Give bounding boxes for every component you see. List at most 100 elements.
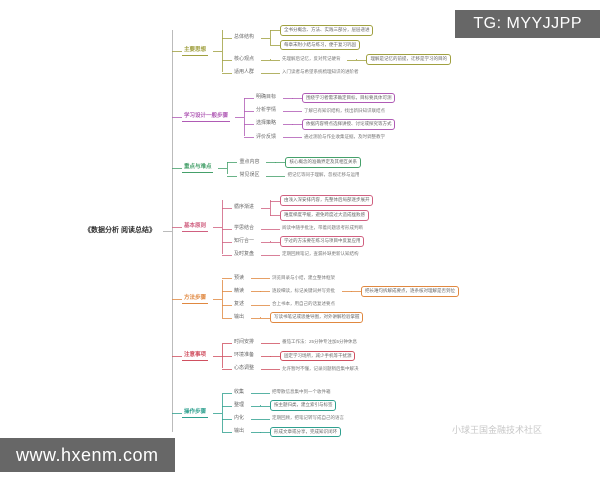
- node-label[interactable]: 定期回顾，把笔记转写成自己的语言: [271, 415, 344, 421]
- node-label[interactable]: 输出: [233, 428, 244, 435]
- node-label[interactable]: 及时复盘: [233, 251, 254, 257]
- children-group: 核心概念的准确界定及其相互关系: [266, 157, 361, 168]
- node-label[interactable]: 学思结合: [233, 224, 254, 231]
- site-watermark: www.hxenm.com: [0, 438, 175, 472]
- node-label[interactable]: 把记忆等同于理解，忽视迁移与运用: [287, 172, 360, 178]
- node-label[interactable]: 合上书本，用自己的话复述要点: [271, 301, 335, 307]
- branch-label[interactable]: 主要思想: [181, 46, 208, 56]
- mindmap-node: 重点内容 核心概念的准确界定及其相互关系: [227, 157, 361, 168]
- node-label[interactable]: 浏览目录与小结，建立整体框架: [271, 274, 335, 280]
- node-label[interactable]: 核心概念的准确界定及其相互关系: [285, 157, 361, 168]
- node-label[interactable]: 形成文章或分享，完成知识闭环: [269, 426, 341, 438]
- node-label[interactable]: 明确目标: [255, 94, 276, 101]
- children-group: 总体结构 全书分概念、方法、实践三部分，层层递进每章末附小结与练习，便于复习巩固核…: [212, 24, 451, 77]
- node-label[interactable]: 把零散信息集中到一个收件箱: [271, 389, 331, 395]
- node-label[interactable]: 收集: [233, 388, 244, 395]
- children-group: 合上书本，用自己的话复述要点: [250, 301, 337, 308]
- children-group: 围绕学习者需求确定目标，目标要具体可测: [283, 92, 396, 104]
- node-label[interactable]: 心态调整: [233, 365, 254, 372]
- mindmap-node: 循序渐进 由浅入深安排内容，先整体后局部逐步展开难度梯度平缓，避免跨度过大造成挫败…: [221, 195, 374, 221]
- node-label[interactable]: 写读书笔记或思维导图，对外讲解检验掌握: [269, 312, 364, 323]
- mindmap-root-label[interactable]: 《数据分析 阅读总结》: [84, 226, 156, 234]
- mindmap-node: 精读 逐段细读，标记关键词并写旁批 把长难句拆解成要点，逐条核对理解是否到位: [221, 286, 459, 297]
- mindmap-node: 学思结合 阅读中随手批注，带着问题思考形成判断: [221, 224, 374, 233]
- node-label[interactable]: 按主题归类，建立索引与标签: [269, 400, 337, 411]
- node-label[interactable]: 每章末附小结与练习，便于复习巩固: [279, 39, 360, 51]
- mindmap-node: 整理 按主题归类，建立索引与标签: [221, 400, 346, 411]
- branch-label[interactable]: 方法步骤: [181, 294, 208, 304]
- mindmap-node: 了解已有知识结构，找出新旧知识联结点: [291, 107, 387, 115]
- mindmap-node: 环境准备 固定学习场所，减少手机等干扰源: [221, 350, 361, 362]
- node-label[interactable]: 固定学习场所，减少手机等干扰源: [279, 350, 356, 362]
- branch-label[interactable]: 操作步骤: [181, 408, 208, 419]
- node-label[interactable]: 允许暂时不懂，记录问题稍后集中解决: [281, 365, 359, 371]
- node-label[interactable]: 常见误区: [239, 171, 260, 178]
- node-label[interactable]: 依据内容特点选择讲授、讨论或探究等方式: [301, 118, 396, 130]
- node-label[interactable]: 分析学情: [255, 107, 276, 114]
- mindmap-node: 定期回顾笔记，查漏补缺更新认知结构: [269, 251, 361, 258]
- mindmap-node: 浏览目录与小结，建立整体框架: [259, 274, 337, 282]
- node-label[interactable]: 选择策略: [255, 120, 276, 127]
- node-label[interactable]: 适用人群: [233, 69, 254, 75]
- children-group: 明确目标 围绕学习者需求确定目标，目标要具体可测分析学情 了解已有知识结构，找出新旧…: [234, 92, 396, 142]
- node-label[interactable]: 总体结构: [233, 33, 254, 40]
- node-label[interactable]: 把长难句拆解成要点，逐条核对理解是否到位: [360, 286, 459, 297]
- node-label[interactable]: 环境准备: [233, 352, 254, 359]
- branch-label[interactable]: 学习设计一般步骤: [181, 112, 230, 122]
- children-group: 逐段细读，标记关键词并写旁批 把长难句拆解成要点，逐条核对理解是否到位: [250, 286, 459, 297]
- mindmap-node: 明确目标 围绕学习者需求确定目标，目标要具体可测: [243, 92, 396, 104]
- children-group: 时间安排 番茄工作法：25分钟专注加5分钟休息环境准备 固定学习场所，减少手机等干扰…: [213, 339, 361, 373]
- children-group: 把记忆等同于理解，忽视迁移与运用: [266, 172, 361, 179]
- branch-label[interactable]: 注意事项: [181, 351, 208, 361]
- branch-label[interactable]: 基本原则: [181, 222, 208, 232]
- node-label[interactable]: 知行合一: [233, 237, 254, 244]
- node-label[interactable]: 重点内容: [239, 158, 260, 165]
- node-label[interactable]: 预读: [233, 274, 244, 281]
- node-label[interactable]: 精读: [233, 287, 244, 294]
- mindmap-branch: 重点与难点 重点内容 核心概念的准确界定及其相互关系常见误区 把记忆等同于理解，忽视迁…: [171, 157, 459, 179]
- node-label[interactable]: 内化: [233, 415, 244, 421]
- node-label[interactable]: 入门读者与希望系统梳理知识的进阶者: [281, 69, 359, 75]
- mindmap-node: 分析学情 了解已有知识结构，找出新旧知识联结点: [243, 107, 396, 115]
- node-label[interactable]: 由浅入深安排内容，先整体后局部逐步展开: [279, 195, 374, 206]
- node-label[interactable]: 时间安排: [233, 339, 254, 345]
- children-group: 了解已有知识结构，找出新旧知识联结点: [282, 107, 387, 115]
- mindmap-node: 把零散信息集中到一个收件箱: [259, 389, 333, 396]
- mindmap-node: 围绕学习者需求确定目标，目标要具体可测: [291, 92, 396, 104]
- node-label[interactable]: 评价反馈: [255, 133, 276, 140]
- mindmap-branch: 方法步骤 预读 浏览目录与小结，建立整体框架精读 逐段细读，标记关键词并写旁批 把长难句…: [171, 274, 459, 323]
- node-label[interactable]: 番茄工作法：25分钟专注加5分钟休息: [281, 339, 357, 345]
- children-group: 定期回顾笔记，查漏补缺更新认知结构: [261, 251, 361, 258]
- node-label[interactable]: 理解是记忆的前提，迁移是学习的目的: [366, 54, 451, 65]
- node-label[interactable]: 围绕学习者需求确定目标，目标要具体可测: [301, 92, 396, 104]
- mindmap-branch: 操作步骤 收集 把零散信息集中到一个收件箱整理 按主题归类，建立索引与标签内化 定期回顾…: [171, 388, 459, 438]
- mindmap-branch: 注意事项 时间安排 番茄工作法：25分钟专注加5分钟休息环境准备 固定学习场所，减少手…: [171, 339, 459, 373]
- branch-label[interactable]: 重点与难点: [181, 163, 214, 174]
- mindmap-node: 评价反馈 通过测验与作业收集证据，及时调整教学: [243, 133, 396, 142]
- node-label[interactable]: 了解已有知识结构，找出新旧知识联结点: [303, 107, 385, 113]
- node-label[interactable]: 定期回顾笔记，查漏补缺更新认知结构: [281, 251, 359, 257]
- node-label[interactable]: 复述: [233, 300, 244, 307]
- children-group: 重点内容 核心概念的准确界定及其相互关系常见误区 把记忆等同于理解，忽视迁移与运用: [218, 157, 361, 179]
- children-group: 理解是记忆的前提，迁移是学习的目的: [347, 54, 451, 65]
- mindmap-node: 难度梯度平缓，避免跨度过大造成挫败感: [269, 210, 374, 221]
- node-label[interactable]: 逐段细读，标记关键词并写旁批: [271, 288, 335, 293]
- node-label[interactable]: 学过的方法要在练习与项目中反复应用: [279, 236, 365, 247]
- node-label[interactable]: 阅读中随手批注，带着问题思考形成判断: [281, 225, 363, 231]
- mindmap-node: 总体结构 全书分概念、方法、实践三部分，层层递进每章末附小结与练习，便于复习巩固: [221, 24, 451, 51]
- node-label[interactable]: 通过测验与作业收集证据，及时调整教学: [303, 133, 385, 139]
- mindmap-node: 心态调整 允许暂时不懂，记录问题稍后集中解决: [221, 365, 361, 373]
- mindmap-node: 把记忆等同于理解，忽视迁移与运用: [275, 172, 361, 179]
- children-group: 把零散信息集中到一个收件箱: [251, 389, 333, 396]
- node-label[interactable]: 全书分概念、方法、实践三部分，层层递进: [279, 24, 374, 36]
- mindmap-branch: 基本原则 循序渐进 由浅入深安排内容，先整体后局部逐步展开难度梯度平缓，避免跨度过大…: [171, 195, 459, 258]
- node-label[interactable]: 先理解后记忆，反对死记硬背: [281, 56, 341, 62]
- mindmap-node: 通过测验与作业收集证据，及时调整教学: [291, 133, 387, 141]
- node-label[interactable]: 循序渐进: [233, 204, 254, 211]
- node-label[interactable]: 输出: [233, 313, 244, 320]
- children-group: 循序渐进 由浅入深安排内容，先整体后局部逐步展开难度梯度平缓，避免跨度过大造成挫败…: [212, 195, 374, 258]
- node-label[interactable]: 核心观点: [233, 55, 254, 62]
- node-label[interactable]: 整理: [233, 401, 244, 408]
- mindmap-node: 选择策略 依据内容特点选择讲授、讨论或探究等方式: [243, 118, 396, 130]
- node-label[interactable]: 难度梯度平缓，避免跨度过大造成挫败感: [279, 210, 369, 221]
